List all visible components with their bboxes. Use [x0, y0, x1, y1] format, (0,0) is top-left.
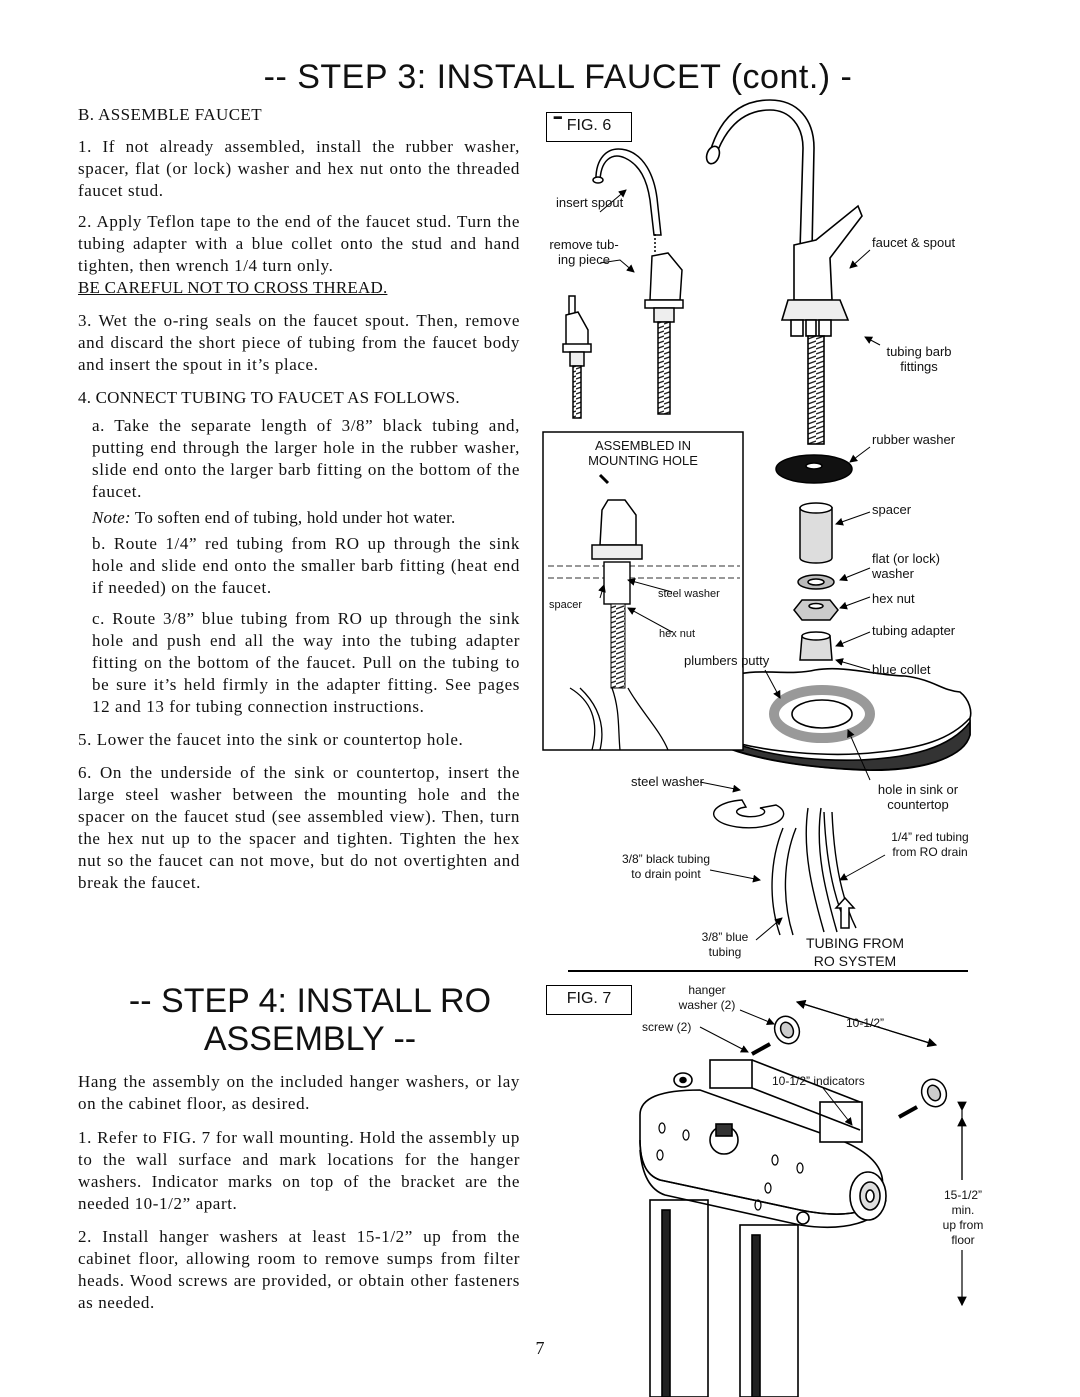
label-line: fittings	[900, 359, 938, 374]
label-screw: screw (2)	[642, 1020, 692, 1034]
step-paragraph: 5. Lower the faucet into the sink or cou…	[78, 730, 464, 749]
label-line: ASSEMBLED IN	[594, 438, 692, 453]
section-b-text: B. ASSEMBLE FAUCET 1. If not already ass…	[78, 104, 520, 894]
label-line: TUBING FROM	[806, 935, 904, 951]
label-tubing-barb: tubing barb fittings	[872, 344, 966, 374]
label-hex-nut: hex nut	[872, 591, 915, 606]
step-paragraph: 6. On the underside of the sink or count…	[78, 763, 520, 892]
up-arrow-icon	[834, 896, 856, 929]
label-line: tubing	[708, 945, 742, 959]
ro-assembly	[639, 1059, 887, 1397]
faucet-and-spout	[705, 99, 863, 445]
label-line: washer (2)	[678, 998, 736, 1012]
label-red-tubing: 1/4” red tubing from RO drain	[880, 830, 980, 860]
label-rubber-washer: rubber washer	[872, 432, 956, 447]
sub-step: b. Route 1/4” red tubing from RO up thro…	[92, 534, 520, 597]
sub-step: c. Route 3/8” blue tubing from RO up thr…	[92, 609, 520, 716]
label-line: ing piece	[557, 252, 611, 267]
label-line: min.	[951, 1203, 975, 1217]
label-inset-steel-washer: steel washer	[658, 588, 720, 600]
label-indicators: 10-1/2” indicators	[772, 1074, 865, 1088]
large-steel-washer	[712, 799, 785, 829]
label-line: hole in sink or	[877, 782, 959, 797]
label-line: from RO drain	[892, 845, 968, 859]
page-title: -- STEP 3: INSTALL FAUCET (cont.) --	[263, 58, 853, 135]
step-paragraph: 1. If not already assembled, install the…	[78, 137, 520, 200]
label-dimension-vertical: 15-1/2” min. up from floor	[928, 1188, 998, 1248]
faucet-with-insert-spout	[592, 148, 684, 415]
label-line: 15-1/2”	[943, 1188, 983, 1202]
faucet-with-tubing-piece	[562, 295, 592, 419]
label-line: floor	[951, 1233, 975, 1247]
label-dimension-horizontal: 10-1/2”	[846, 1016, 885, 1030]
step-paragraph: 3. Wet the o-ring seals on the faucet sp…	[78, 311, 520, 374]
label-line: countertop	[887, 797, 949, 812]
label-line: 1/4” red tubing	[891, 830, 969, 844]
page-number: 7	[535, 1338, 545, 1358]
label-inset-title: ASSEMBLED IN MOUNTING HOLE	[546, 438, 740, 468]
label-line: up from	[942, 1218, 984, 1232]
label-insert-spout: insert spout	[556, 195, 624, 210]
label-line: tubing barb	[886, 344, 952, 359]
step4-text: Hang the assembly on the included hanger…	[78, 1071, 520, 1314]
note-text: To soften end of tubing, hold under hot …	[130, 508, 456, 527]
label-line: flat (or lock)	[872, 551, 940, 566]
label-blue-tubing: 3/8” blue tubing	[690, 930, 760, 960]
label-flat-washer: flat (or lock) washer	[872, 551, 940, 581]
label-plumbers-putty: plumbers putty	[684, 653, 770, 668]
exploded-parts	[775, 454, 853, 661]
note-label: Note:	[92, 508, 131, 527]
label-line: to drain point	[631, 867, 701, 881]
label-faucet-spout: faucet & spout	[872, 235, 956, 250]
label-blue-collet: blue collet	[872, 662, 931, 677]
label-remove-tubing: remove tub- ing piece	[544, 237, 624, 267]
step4-title-line2: ASSEMBLY --	[203, 1020, 417, 1058]
fig6-label: FIG. 6	[546, 112, 632, 142]
note: Note: To soften end of tubing, hold unde…	[92, 507, 520, 529]
label-sink-hole: hole in sink or countertop	[866, 782, 970, 812]
label-line: 3/8” blue	[701, 930, 749, 944]
hanger-washers	[751, 1015, 948, 1119]
step-paragraph: Hang the assembly on the included hanger…	[78, 1072, 520, 1113]
caution-text: BE CAREFUL NOT TO CROSS THREAD.	[78, 278, 388, 297]
label-line: MOUNTING HOLE	[588, 453, 698, 468]
label-tubing-adapter: tubing adapter	[872, 623, 956, 638]
fig6-leaders	[598, 189, 886, 941]
sub-step: a. Take the separate length of 3/8” blac…	[92, 416, 520, 501]
section-heading: B. ASSEMBLE FAUCET	[78, 105, 262, 124]
step-paragraph: 1. Refer to FIG. 7 for wall mounting. Ho…	[78, 1128, 520, 1213]
fig7-dimensions	[795, 999, 967, 1307]
step-paragraph: 2. Apply Teflon tape to the end of the f…	[78, 212, 520, 275]
label-inset-spacer: spacer	[549, 599, 583, 611]
label-steel-washer: steel washer	[631, 774, 704, 789]
label-line: remove tub-	[549, 237, 619, 252]
assembled-inset	[542, 431, 744, 751]
label-hanger-washer: hanger washer (2)	[672, 983, 742, 1013]
step-paragraph: 2. Install hanger washers at least 15-1/…	[78, 1227, 520, 1312]
step-paragraph: 4. CONNECT TUBING TO FAUCET AS FOLLOWS.	[78, 388, 460, 407]
step4-title-line1: -- STEP 4: INSTALL RO	[128, 982, 492, 1020]
label-tubing-from-ro: TUBING FROM RO SYSTEM	[790, 934, 920, 970]
label-line: RO SYSTEM	[813, 953, 897, 969]
step4-title: -- STEP 4: INSTALL RO ASSEMBLY --	[110, 982, 510, 1058]
fig7-leaders	[699, 1009, 853, 1126]
countertop-slab	[699, 667, 975, 772]
fig7-label: FIG. 7	[546, 985, 632, 1015]
label-line: 3/8” black tubing	[621, 852, 711, 866]
label-line: hanger	[688, 983, 726, 997]
label-spacer: spacer	[872, 502, 912, 517]
label-line: washer	[872, 566, 914, 581]
label-inset-hex-nut: hex nut	[659, 628, 696, 640]
label-black-tubing: 3/8” black tubing to drain point	[608, 852, 724, 882]
